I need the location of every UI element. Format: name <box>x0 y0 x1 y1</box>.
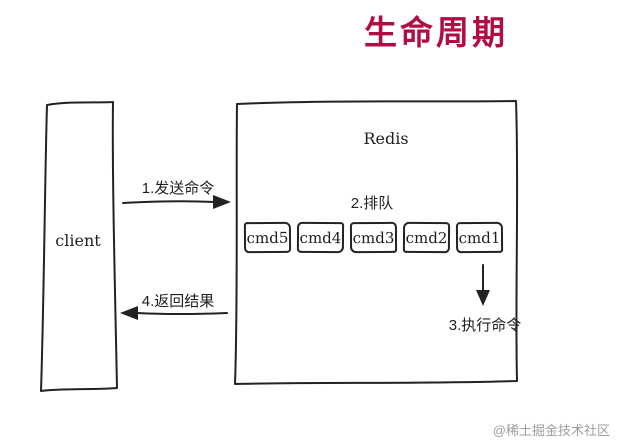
page-title: 生命周期 <box>364 14 508 51</box>
send-arrow-head <box>213 195 231 209</box>
command-queue-row: cmd5 cmd4 cmd3 cmd2 cmd1 <box>243 221 504 254</box>
cmd-box: cmd3 <box>349 221 398 254</box>
cmd-box: cmd2 <box>402 221 451 254</box>
step-send-command-label: 1.发送命令 <box>141 180 215 197</box>
redis-box-label: Redis <box>363 129 409 148</box>
client-box-label: client <box>55 231 101 250</box>
cmd-box: cmd4 <box>296 221 345 254</box>
send-arrow-line <box>122 200 216 204</box>
watermark: @稀土掘金技术社区 <box>492 423 610 438</box>
step-queue-label: 2.排队 <box>350 195 394 212</box>
cmd-box: cmd5 <box>243 221 292 254</box>
client-box <box>40 101 118 392</box>
execute-arrow-head <box>476 290 490 306</box>
return-arrow-line <box>136 312 228 315</box>
redis-box <box>234 100 519 385</box>
step-execute-command-label: 3.执行命令 <box>448 317 522 334</box>
cmd-box: cmd1 <box>455 221 504 254</box>
return-arrow-head <box>120 306 138 320</box>
step-return-result-label: 4.返回结果 <box>141 293 215 310</box>
